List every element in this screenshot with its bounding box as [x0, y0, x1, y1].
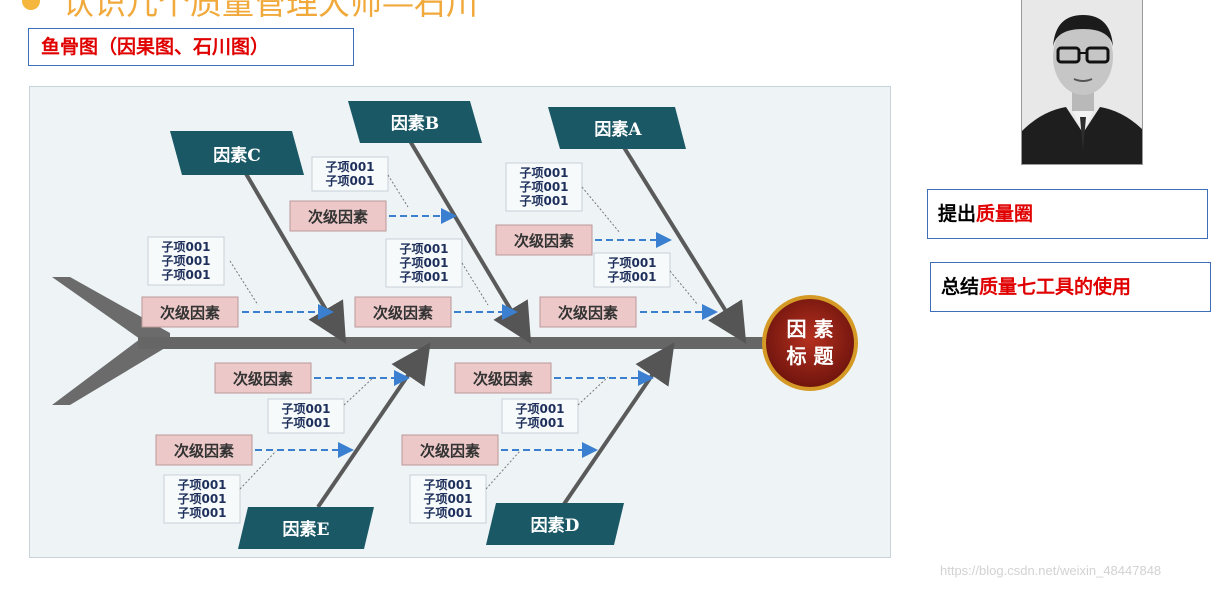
fishbone-diagram: 因 素 标 题 因素C 因素B 因素A 因素E 因素D 次级因素 次级因素 [29, 86, 891, 558]
svg-text:子项001: 子项001 [161, 254, 210, 268]
secondary-a1: 次级因素 [540, 297, 716, 327]
portrait-image [1022, 0, 1143, 165]
factor-box-d: 因素D [486, 503, 624, 545]
svg-text:子项001: 子项001 [519, 166, 568, 180]
svg-text:子项001: 子项001 [519, 180, 568, 194]
svg-text:因素C: 因素C [213, 146, 261, 166]
factor-box-b: 因素B [348, 101, 482, 143]
head-line-1: 因 素 [787, 317, 834, 341]
svg-text:次级因素: 次级因素 [308, 208, 368, 226]
info-box2-highlight: 质量七工具的使用 [979, 276, 1131, 298]
svg-text:因素D: 因素D [531, 516, 580, 536]
watermark: https://blog.csdn.net/weixin_48447848 [940, 563, 1161, 578]
factor-box-a: 因素A [548, 107, 686, 149]
svg-text:次级因素: 次级因素 [174, 442, 234, 460]
secondary-e0: 次级因素 [215, 363, 408, 393]
title-bullet [22, 0, 40, 10]
secondary-b1: 次级因素 [355, 297, 516, 327]
svg-text:子项001: 子项001 [607, 256, 656, 270]
svg-text:子项001: 子项001 [281, 416, 330, 430]
svg-text:子项001: 子项001 [281, 402, 330, 416]
section-label: 鱼骨图（因果图、石川图） [28, 28, 354, 66]
factor-box-e: 因素E [238, 507, 374, 549]
info-box1-prefix: 提出 [938, 203, 976, 225]
svg-text:因素B: 因素B [391, 114, 439, 134]
secondary-d0: 次级因素 [455, 363, 652, 393]
svg-text:子项001: 子项001 [607, 270, 656, 284]
svg-text:次级因素: 次级因素 [233, 370, 293, 388]
svg-text:子项001: 子项001 [177, 506, 226, 520]
info-box-seven-tools: 总结质量七工具的使用 [930, 262, 1211, 312]
secondary-c1: 次级因素 [142, 297, 332, 327]
svg-text:次级因素: 次级因素 [514, 232, 574, 250]
svg-text:子项001: 子项001 [519, 194, 568, 208]
svg-text:次级因素: 次级因素 [420, 442, 480, 460]
sub-items-a0: 子项001 子项001 子项001 [506, 163, 620, 233]
sub-items-c1: 子项001 子项001 子项001 [148, 237, 258, 305]
sub-items-b0: 子项001 子项001 [312, 157, 408, 207]
svg-text:次级因素: 次级因素 [473, 370, 533, 388]
svg-text:子项001: 子项001 [423, 492, 472, 506]
info-box1-highlight: 质量圈 [976, 203, 1033, 225]
svg-text:子项001: 子项001 [399, 270, 448, 284]
secondary-e1: 次级因素 [156, 435, 352, 465]
svg-text:子项001: 子项001 [161, 268, 210, 282]
svg-text:子项001: 子项001 [515, 416, 564, 430]
svg-text:子项001: 子项001 [423, 506, 472, 520]
info-box-quality-circle: 提出质量圈 [927, 189, 1208, 239]
head-line-2: 标 题 [787, 344, 835, 368]
svg-text:因素E: 因素E [283, 520, 330, 540]
fish-head [764, 297, 856, 389]
svg-text:子项001: 子项001 [399, 256, 448, 270]
svg-text:子项001: 子项001 [515, 402, 564, 416]
page-title: 认识几个质量管理大师—石川 [62, 0, 478, 18]
svg-text:子项001: 子项001 [325, 160, 374, 174]
svg-text:子项001: 子项001 [423, 478, 472, 492]
fish-spine [138, 337, 763, 349]
svg-text:因素A: 因素A [594, 120, 642, 140]
svg-text:次级因素: 次级因素 [558, 304, 618, 322]
info-box2-prefix: 总结 [941, 276, 979, 298]
secondary-b0: 次级因素 [290, 201, 455, 231]
fishbone-svg: 因 素 标 题 因素C 因素B 因素A 因素E 因素D 次级因素 次级因素 [30, 87, 892, 559]
svg-text:子项001: 子项001 [399, 242, 448, 256]
svg-text:子项001: 子项001 [325, 174, 374, 188]
factor-box-c: 因素C [170, 131, 304, 175]
bone-a [620, 141, 742, 337]
portrait-photo [1021, 0, 1143, 165]
svg-text:次级因素: 次级因素 [160, 304, 220, 322]
secondary-d1: 次级因素 [402, 435, 596, 465]
svg-text:子项001: 子项001 [161, 240, 210, 254]
svg-text:次级因素: 次级因素 [373, 304, 433, 322]
secondary-a0: 次级因素 [496, 225, 670, 255]
svg-text:子项001: 子项001 [177, 492, 226, 506]
svg-text:子项001: 子项001 [177, 478, 226, 492]
